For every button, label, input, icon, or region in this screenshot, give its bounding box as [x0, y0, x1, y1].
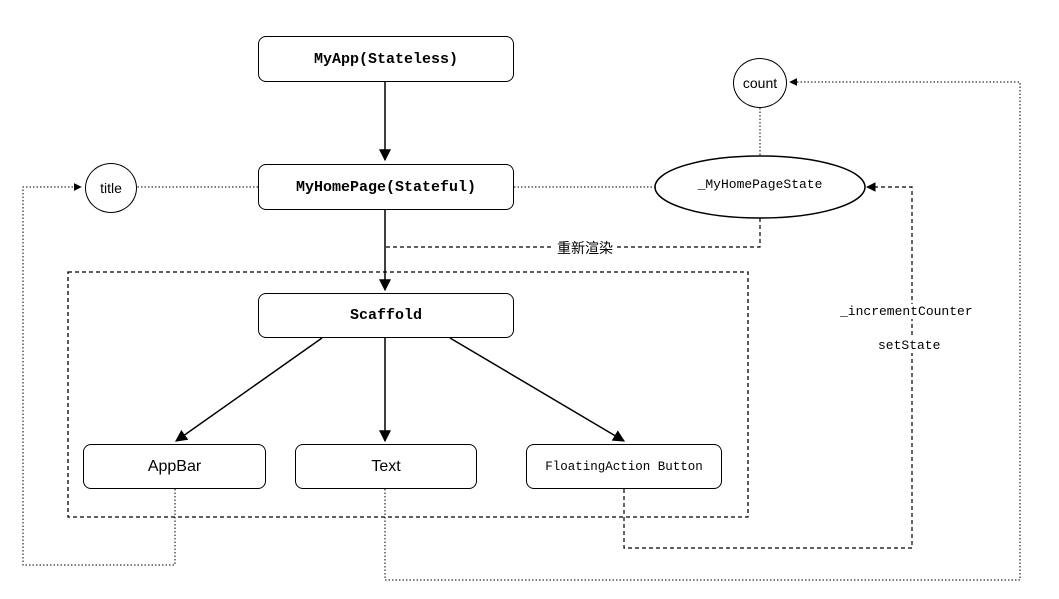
- node-appbar: AppBar: [83, 444, 266, 489]
- increment-counter-label: _incrementCounter: [838, 304, 975, 319]
- node-scaffold: Scaffold: [258, 293, 514, 338]
- rerender-label: 重新渲染: [554, 238, 616, 258]
- edge-scaffold-to-fab: [449, 337, 626, 442]
- edge-text-to-count: [384, 78, 1021, 581]
- node-myhomepage: MyHomePage(Stateful): [258, 164, 514, 210]
- set-state-label: setState: [876, 338, 943, 353]
- edge-appbar-to-title: [22, 183, 176, 566]
- node-title: title: [85, 163, 137, 213]
- edge-scaffold-to-appbar: [175, 337, 323, 442]
- node-myapp: MyApp(Stateless): [258, 36, 514, 82]
- node-floating-action-button: FloatingAction Button: [526, 444, 722, 489]
- node-text: Text: [295, 444, 477, 489]
- edge-fab-to-state: [623, 182, 913, 549]
- node-my-home-page-state: _MyHomePageState: [697, 177, 823, 192]
- scaffold-group-frame: [67, 271, 749, 518]
- edge-state-rerender: [385, 218, 761, 248]
- state-ellipse-shape: [654, 155, 866, 219]
- node-count: count: [733, 58, 787, 108]
